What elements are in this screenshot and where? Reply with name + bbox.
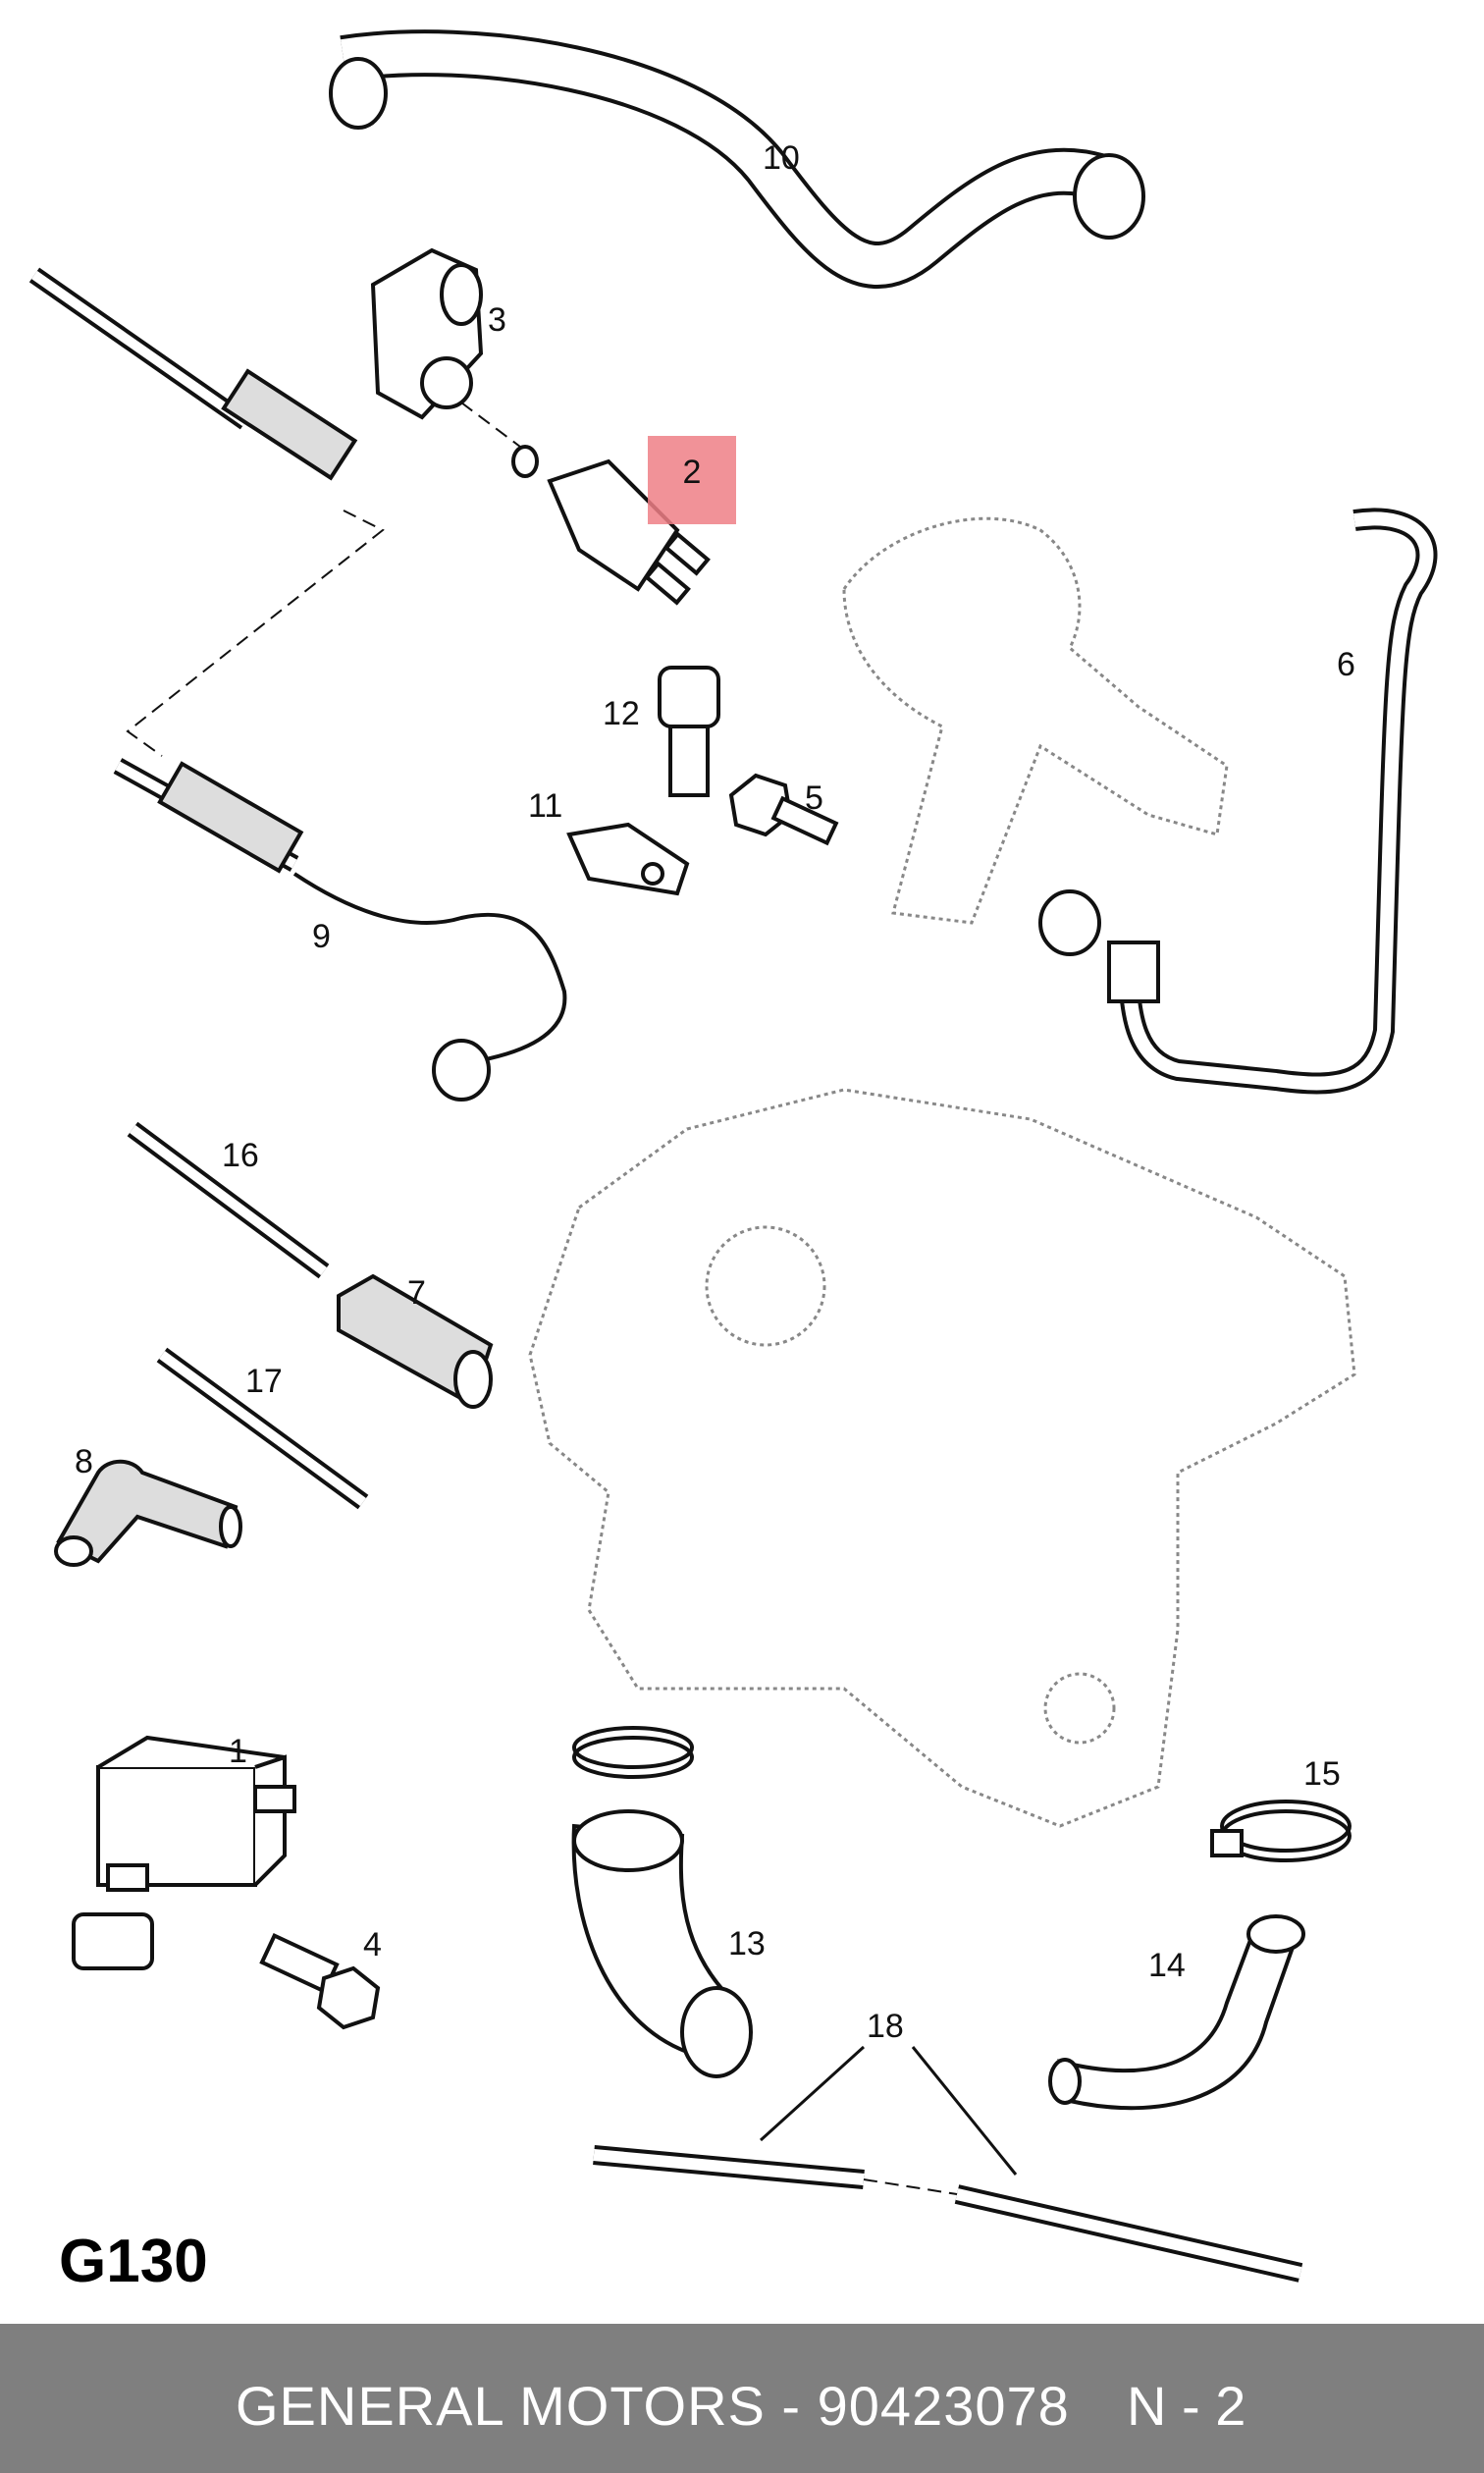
part-11-clip bbox=[566, 822, 690, 896]
turbo-actuator-outline bbox=[842, 516, 1229, 925]
part-16-tube bbox=[127, 1121, 330, 1279]
part-5-bolt bbox=[728, 773, 839, 846]
callout-8: 8 bbox=[75, 1443, 93, 1480]
part-17-tube bbox=[156, 1347, 369, 1510]
callout-6: 6 bbox=[1337, 646, 1355, 683]
hose-clamp-13 bbox=[572, 1726, 694, 1779]
callout-15: 15 bbox=[1303, 1755, 1341, 1793]
part-15-clamp bbox=[1210, 1800, 1352, 1862]
footer-bar bbox=[0, 2324, 1484, 2473]
part-18-hose bbox=[593, 2145, 1303, 2283]
callout-2: 2 bbox=[682, 454, 702, 491]
callout-11: 11 bbox=[528, 787, 563, 825]
callout-12: 12 bbox=[603, 695, 640, 732]
callout-14: 14 bbox=[1148, 1947, 1186, 1984]
callout-3: 3 bbox=[488, 301, 506, 339]
highlight-part-2 bbox=[648, 436, 736, 524]
callout-1: 1 bbox=[229, 1733, 247, 1770]
callout-7: 7 bbox=[407, 1274, 426, 1312]
footer-brand-part-number: GENERAL MOTORS - 90423078 bbox=[236, 2375, 1070, 2437]
callout-16: 16 bbox=[222, 1137, 259, 1174]
callout-17: 17 bbox=[245, 1363, 283, 1400]
part-14-hose bbox=[1048, 1914, 1305, 2111]
diagram-code: G130 bbox=[59, 2228, 208, 2295]
footer-position: N - 2 bbox=[1127, 2375, 1246, 2437]
part-4-bolt bbox=[259, 1932, 381, 2030]
part-8-elbow-hose bbox=[54, 1459, 242, 1567]
exploded-parts-diagram bbox=[28, 29, 1438, 2283]
part-2-sensor bbox=[511, 445, 711, 606]
leader-lines-18 bbox=[759, 2045, 1018, 2176]
callout-13: 13 bbox=[728, 1925, 766, 1962]
part-7-hose bbox=[337, 1273, 494, 1409]
part-10-hose bbox=[329, 29, 1145, 289]
part-6-pipe bbox=[1038, 508, 1438, 1095]
callout-9: 9 bbox=[312, 918, 331, 955]
part-3-bracket bbox=[370, 247, 484, 420]
part-12-bolt bbox=[658, 666, 720, 797]
part-9-pipe bbox=[28, 267, 567, 1102]
callout-18: 18 bbox=[867, 2008, 904, 2045]
part-13-elbow-hose bbox=[571, 1809, 753, 2078]
callout-5: 5 bbox=[805, 780, 823, 817]
manifold-outline bbox=[528, 1088, 1356, 1828]
callout-4: 4 bbox=[363, 1926, 382, 1963]
part-1-solenoid-valve bbox=[72, 1735, 296, 1970]
callout-10: 10 bbox=[763, 139, 800, 177]
